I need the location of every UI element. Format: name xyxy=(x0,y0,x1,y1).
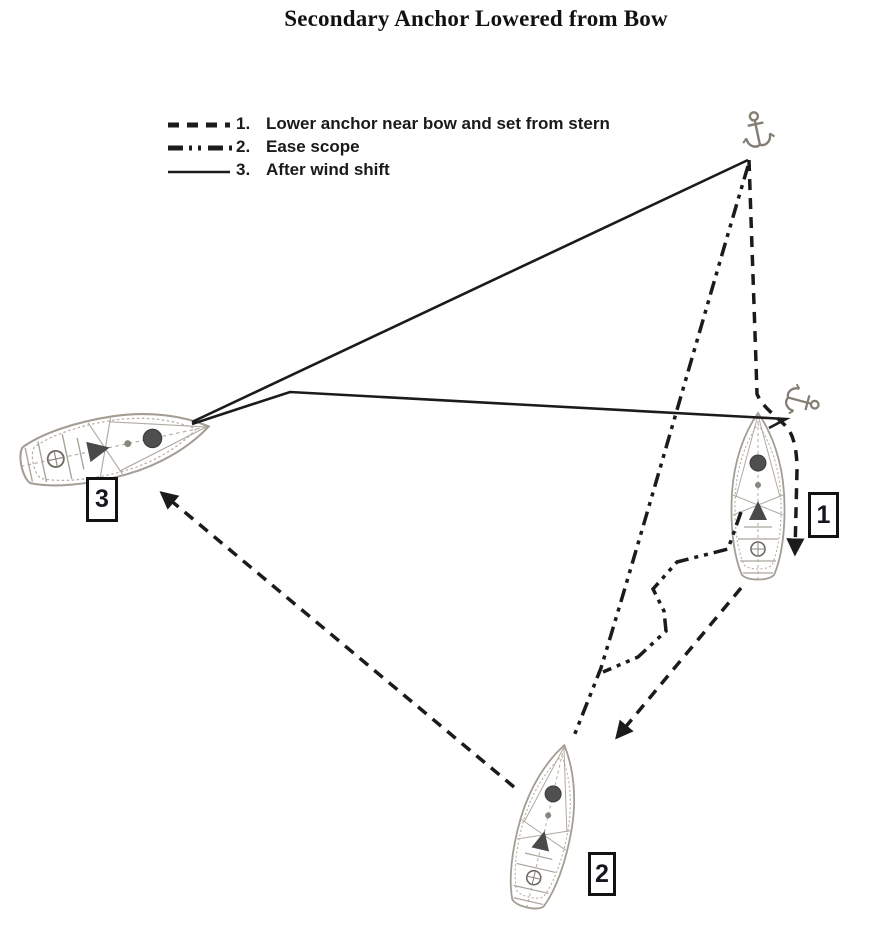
legend: 1. Lower anchor near bow and set from st… xyxy=(164,112,610,181)
primary-anchor-icon xyxy=(736,107,777,151)
position-number: 3 xyxy=(95,485,109,513)
legend-label: Lower anchor near bow and set from stern xyxy=(266,113,610,133)
legend-label: After wind shift xyxy=(266,159,390,179)
position-1-label: 1 xyxy=(808,492,839,538)
position-number: 2 xyxy=(595,859,609,888)
motion-arrow-position2-to-position3 xyxy=(159,491,516,789)
secondary-anchor-icon xyxy=(782,381,824,422)
slack-rode-zigzag xyxy=(602,511,743,674)
page-title: Secondary Anchor Lowered from Bow xyxy=(284,6,668,31)
legend-label: Ease scope xyxy=(266,136,360,156)
boat-position-1 xyxy=(730,412,786,581)
rode-anchor1-to-boat3 xyxy=(191,158,749,424)
set-from-stern-dashed-lines xyxy=(159,159,805,789)
legend-number: 2. xyxy=(236,136,251,156)
position-3-label: 3 xyxy=(86,477,118,522)
dashed-line-icon xyxy=(168,122,230,128)
boat-position-2 xyxy=(500,738,592,915)
legend-item-1: 1. Lower anchor near bow and set from st… xyxy=(164,112,610,135)
legend-number: 3. xyxy=(236,159,251,179)
solid-line-icon xyxy=(168,170,230,174)
ease-scope-lines xyxy=(572,165,750,737)
legend-item-2: 2. Ease scope xyxy=(164,135,610,158)
eased-rode-anchor1-to-boat2 xyxy=(572,165,750,737)
position-number: 1 xyxy=(816,500,831,529)
rode-anchor1-to-boat1-with-drop-loop xyxy=(747,159,805,557)
dash-dot-dot-line-icon xyxy=(168,145,232,151)
position-2-label: 2 xyxy=(588,852,616,896)
legend-item-3: 3. After wind shift xyxy=(164,158,610,181)
legend-number: 1. xyxy=(236,113,251,133)
rode-boat3-to-anchor2 xyxy=(191,390,791,430)
motion-arrow-boat1-to-position2 xyxy=(615,586,743,740)
after-wind-shift-rode-lines xyxy=(191,158,791,430)
